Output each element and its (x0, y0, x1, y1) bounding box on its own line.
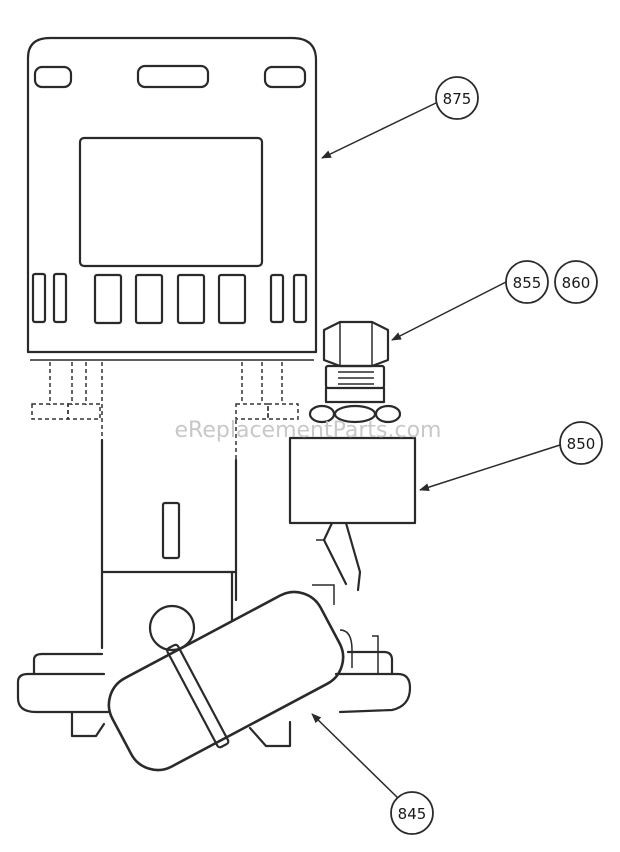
callout-845-label: 845 (398, 805, 427, 823)
base-plate (16, 584, 412, 748)
callout-855[interactable]: 855 (505, 260, 549, 304)
hidden-fasteners (31, 362, 299, 460)
pedestal-column (100, 438, 238, 652)
callout-860[interactable]: 860 (554, 260, 598, 304)
part-855-860-fitting[interactable] (308, 320, 402, 424)
callout-860-label: 860 (562, 274, 591, 292)
callout-875[interactable]: 875 (435, 76, 479, 120)
callout-850[interactable]: 850 (559, 421, 603, 465)
callout-875-label: 875 (443, 90, 472, 108)
callout-850-label: 850 (567, 435, 596, 453)
part-875-housing[interactable] (26, 36, 318, 361)
leader-lines (311, 101, 561, 801)
callout-845[interactable]: 845 (390, 791, 434, 835)
part-850-box[interactable] (288, 436, 417, 592)
watermark-text: eReplacementParts.com (175, 418, 442, 443)
part-845-capsule[interactable] (96, 576, 357, 786)
callout-855-label: 855 (513, 274, 542, 292)
